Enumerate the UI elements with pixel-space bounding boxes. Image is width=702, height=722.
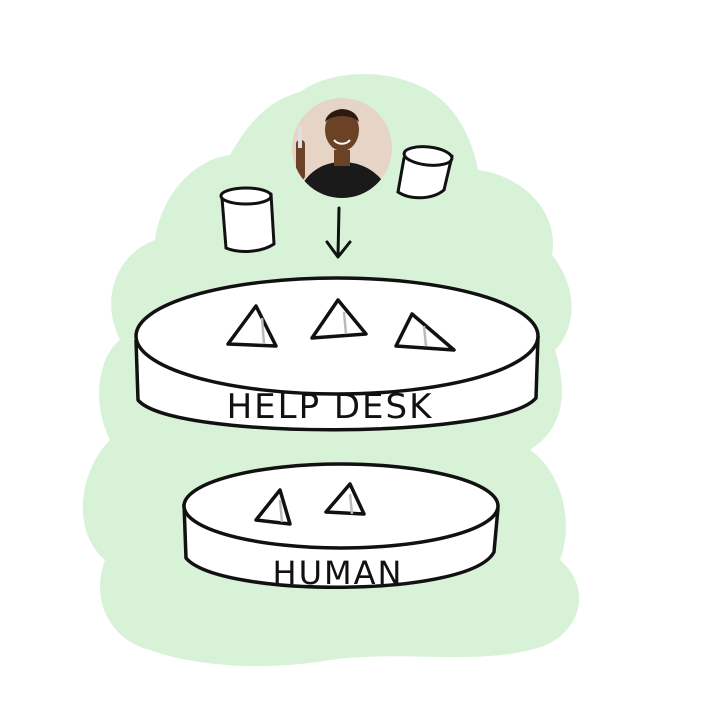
cylinder-icon <box>396 145 454 200</box>
triangle-shape <box>394 312 456 352</box>
human-label: HUMAN <box>273 554 404 592</box>
help-desk-label: HELP DESK <box>227 387 434 427</box>
triangle-shape <box>324 482 366 516</box>
human-triangles <box>254 482 366 526</box>
triangle-shape <box>226 304 278 348</box>
triangle-shape <box>310 298 368 340</box>
arrow-down-icon <box>325 206 352 259</box>
human-layer: HUMAN <box>182 462 500 592</box>
help-desk-layer: HELP DESK <box>134 276 540 432</box>
help-desk-triangles <box>226 298 456 352</box>
cylinder-icon <box>219 186 276 253</box>
person-avatar-icon <box>292 98 392 198</box>
triangle-shape <box>254 488 292 526</box>
